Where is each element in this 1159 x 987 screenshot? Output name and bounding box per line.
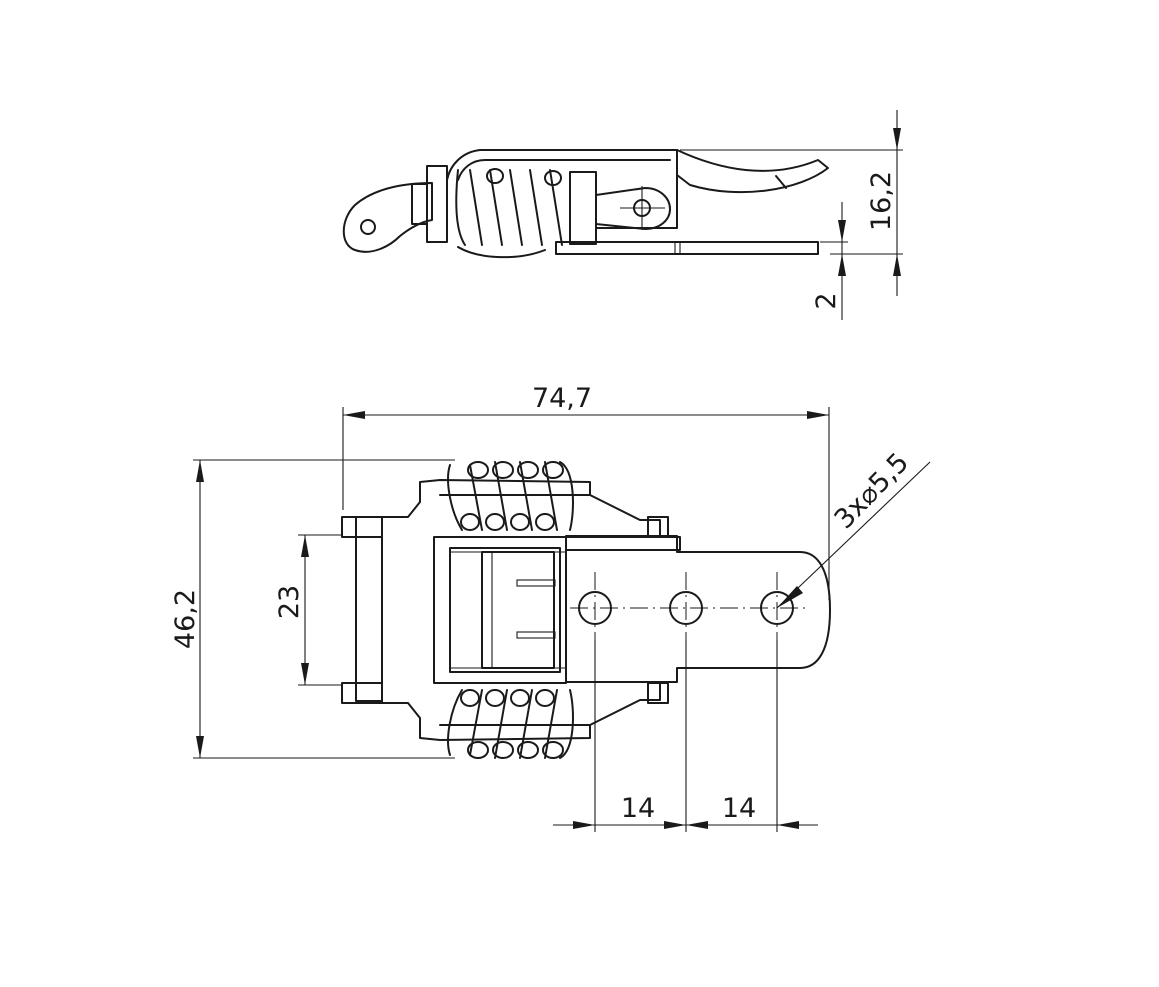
top-catch-plate	[565, 536, 681, 551]
top-upper-spring	[447, 461, 574, 531]
dim-hole-callout: 3x⌀5,5	[829, 447, 915, 535]
side-flange	[426, 165, 448, 243]
dim-length-74-7: 74,7	[532, 383, 592, 414]
top-dimensions: 74,7 46,2 23 14 14 3x⌀5,5	[170, 383, 931, 832]
side-body-top	[446, 149, 678, 229]
side-body-top-inner	[457, 159, 671, 181]
side-rod	[569, 171, 597, 245]
side-dimensions: 16,2 2	[680, 110, 903, 320]
dim-pitch-14-b: 14	[722, 793, 756, 824]
dim-thickness-2: 2	[811, 292, 842, 309]
top-catch-body	[565, 535, 831, 683]
side-base-plate	[555, 241, 819, 255]
hole-leader-line	[776, 461, 931, 609]
side-catch-lever	[676, 149, 829, 194]
side-view	[342, 149, 829, 259]
side-eye	[595, 187, 671, 230]
dim-spacing-23: 23	[274, 585, 305, 619]
dim-height-16-2: 16,2	[866, 171, 897, 231]
side-spring	[455, 168, 563, 259]
top-lower-spring	[447, 689, 574, 759]
top-inner-frame	[433, 536, 567, 684]
side-hook-hole	[360, 219, 376, 235]
top-view	[341, 461, 831, 759]
top-upper-arm	[381, 479, 591, 518]
top-left-bar	[355, 516, 383, 702]
side-hook-lever	[342, 182, 433, 253]
dim-pitch-14-a: 14	[621, 793, 655, 824]
top-lower-arm	[381, 702, 591, 741]
side-flange-inner	[411, 183, 428, 225]
dim-width-46-2: 46,2	[170, 589, 201, 649]
